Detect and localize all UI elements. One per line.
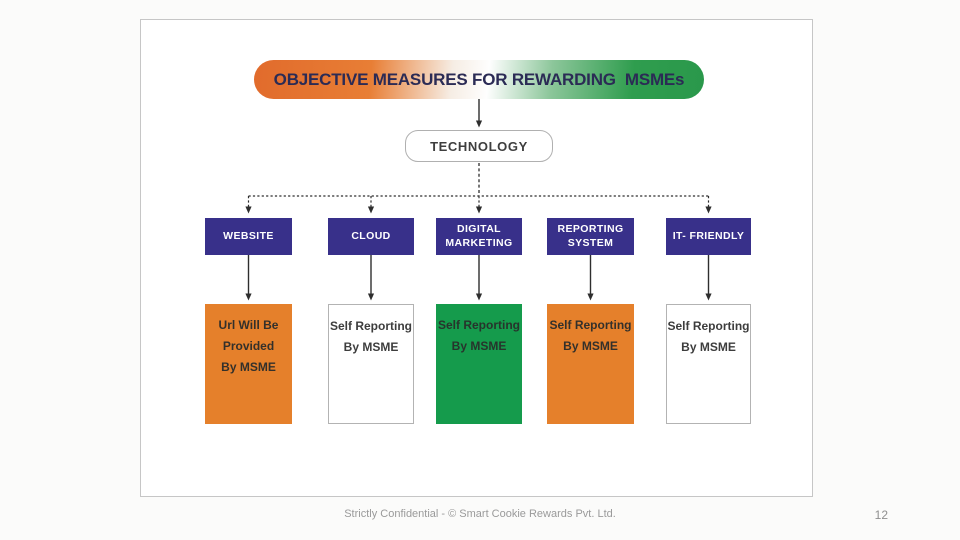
- slide: OBJECTIVE MEASURES FOR REWARDING MSMEs: [140, 19, 813, 497]
- detail-website-text: Url Will Be Provided By MSME: [218, 318, 279, 374]
- detail-reporting-system-text: Self Reporting By MSME: [549, 318, 632, 353]
- detail-digital-marketing-text: Self Reporting By MSME: [437, 318, 520, 353]
- node-reporting-system: REPORTING SYSTEM: [547, 218, 634, 255]
- detail-it-friendly-text: Self Reporting By MSME: [667, 319, 750, 354]
- node-reporting-system-label: REPORTING SYSTEM: [557, 223, 624, 249]
- technology-label: TECHNOLOGY: [430, 138, 528, 154]
- node-digital-marketing-label: DIGITAL MARKETING: [445, 223, 513, 249]
- footer-text: Strictly Confidential - © Smart Cookie R…: [344, 508, 616, 520]
- node-digital-marketing: DIGITAL MARKETING: [436, 218, 522, 255]
- technology-node: TECHNOLOGY: [405, 130, 553, 162]
- detail-website: Url Will Be Provided By MSME: [205, 304, 292, 424]
- detail-it-friendly: Self Reporting By MSME: [666, 304, 751, 424]
- page-number: 12: [874, 508, 888, 522]
- detail-cloud-text: Self Reporting By MSME: [329, 319, 412, 354]
- node-website-label: WEBSITE: [223, 229, 274, 242]
- title-banner: OBJECTIVE MEASURES FOR REWARDING MSMEs: [254, 60, 704, 99]
- node-cloud-label: CLOUD: [351, 229, 391, 242]
- node-it-friendly: IT- FRIENDLY: [666, 218, 751, 255]
- node-cloud: CLOUD: [328, 218, 414, 255]
- node-it-friendly-label: IT- FRIENDLY: [672, 229, 745, 242]
- slide-title: OBJECTIVE MEASURES FOR REWARDING MSMEs: [273, 69, 685, 89]
- detail-reporting-system: Self Reporting By MSME: [547, 304, 634, 424]
- detail-digital-marketing: Self Reporting By MSME: [436, 304, 522, 424]
- detail-cloud: Self Reporting By MSME: [328, 304, 414, 424]
- node-website: WEBSITE: [205, 218, 292, 255]
